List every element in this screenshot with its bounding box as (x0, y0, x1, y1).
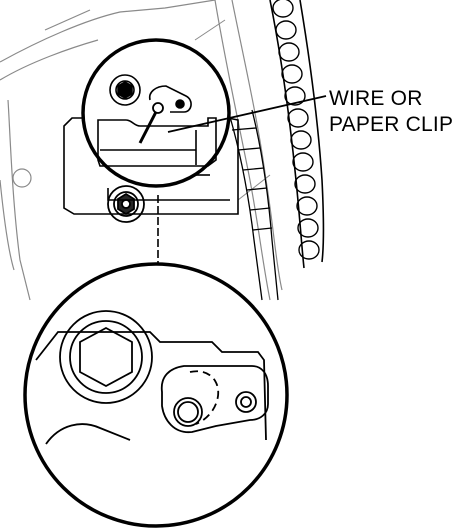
lower-mounting-bolt (107, 185, 145, 223)
callout-label-line2: PAPER CLIP (329, 113, 454, 136)
upper-detail-circle (81, 38, 231, 188)
chain-guide (227, 109, 279, 301)
callout-label-line1: WIRE OR (329, 87, 423, 110)
callout-leader-line (167, 95, 327, 133)
timing-chain (269, 0, 325, 269)
lower-detail-circle (23, 262, 289, 528)
